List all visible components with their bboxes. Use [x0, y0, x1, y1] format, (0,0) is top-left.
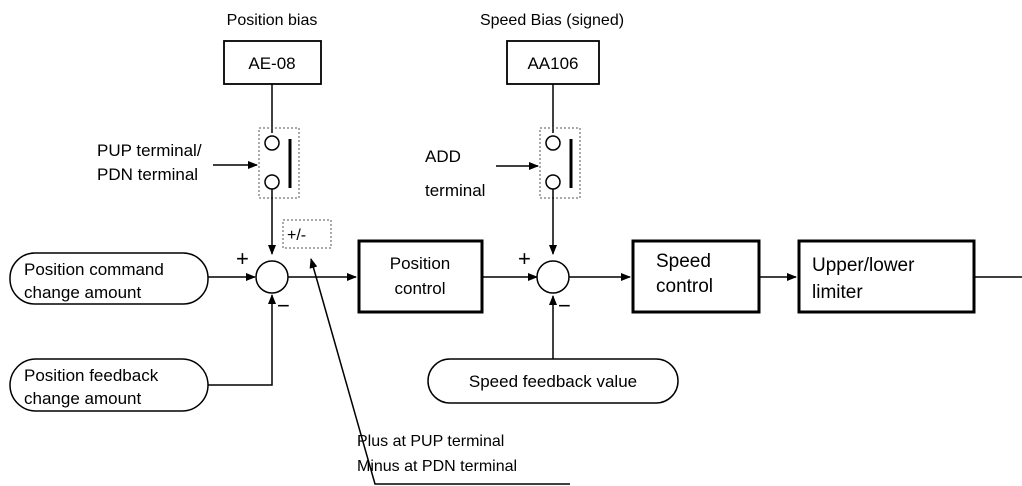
- limiter-box: [797, 239, 976, 314]
- position-control-box: [357, 239, 484, 314]
- position-command-line2: change amount: [24, 283, 141, 302]
- position-sum-plus: +: [236, 246, 249, 271]
- limiter-block: Upper/lower limiter: [797, 239, 976, 314]
- speed-sum-circle: [536, 260, 570, 294]
- speed-sum-plus: +: [518, 246, 531, 271]
- sign-note-line1: Plus at PUP terminal: [357, 433, 504, 450]
- position-sum-circle: [255, 260, 289, 294]
- speed-control-block: Speed control: [631, 239, 761, 314]
- speed-control-line2: control: [656, 276, 713, 297]
- position-command-terminator: [9, 252, 209, 305]
- position-bias-caption: Position bias: [227, 12, 318, 29]
- limiter-line2: limiter: [812, 282, 863, 303]
- speed-summing-junction: + −: [518, 246, 571, 318]
- pup-pdn-switch: [258, 127, 300, 199]
- position-command-line1: Position command: [24, 260, 164, 279]
- add-switch-contact-top: [545, 135, 561, 151]
- position-feedback-line2: change amount: [24, 389, 141, 408]
- position-command-input: Position command change amount: [9, 252, 256, 305]
- position-summing-junction: + −: [236, 246, 290, 318]
- add-switch-contact-bottom: [545, 174, 561, 190]
- speed-sum-minus: −: [558, 293, 571, 318]
- position-feedback-arrow: [208, 294, 276, 386]
- sign-note-line2: Minus at PDN terminal: [357, 458, 517, 475]
- switch-dotted-frame: [258, 127, 300, 199]
- position-control-line1: Position: [390, 254, 450, 273]
- speed-bias-param: AA106: [527, 54, 578, 73]
- pup-terminal-label: PUP terminal/: [97, 141, 202, 160]
- limiter-line1: Upper/lower: [812, 255, 915, 276]
- add-terminal-label-line2: terminal: [425, 181, 485, 200]
- position-bias-param-box: [223, 40, 322, 85]
- speed-control-box: [631, 239, 761, 314]
- pdn-terminal-label: PDN terminal: [97, 165, 198, 184]
- speed-feedback-label: Speed feedback value: [469, 372, 637, 391]
- position-control-line2: control: [394, 279, 445, 298]
- speed-feedback-input: Speed feedback value: [427, 295, 679, 404]
- speed-bias-caption: Speed Bias (signed): [480, 12, 624, 29]
- speed-bias-group: Speed Bias (signed) AA106 ADD terminal: [425, 12, 624, 255]
- switch-contact-bottom: [264, 174, 280, 190]
- add-switch: [539, 127, 581, 199]
- sign-select-box: [282, 219, 332, 249]
- switch-contact-top: [264, 135, 280, 151]
- sign-note-leader-arrow: [309, 258, 570, 485]
- position-bias-group: Position bias AE-08 PUP terminal/ PDN te…: [97, 12, 332, 255]
- speed-control-line1: Speed: [656, 251, 711, 272]
- position-sum-minus: −: [277, 293, 290, 318]
- add-switch-dotted-frame: [539, 127, 581, 199]
- position-feedback-input: Position feedback change amount: [9, 294, 276, 412]
- sign-select-label: +/-: [287, 227, 306, 244]
- position-feedback-line1: Position feedback: [24, 366, 159, 385]
- add-terminal-label-line1: ADD: [425, 147, 461, 166]
- position-bias-param: AE-08: [248, 54, 295, 73]
- sign-note: Plus at PUP terminal Minus at PDN termin…: [309, 258, 570, 485]
- position-control-block: Position control: [357, 239, 484, 314]
